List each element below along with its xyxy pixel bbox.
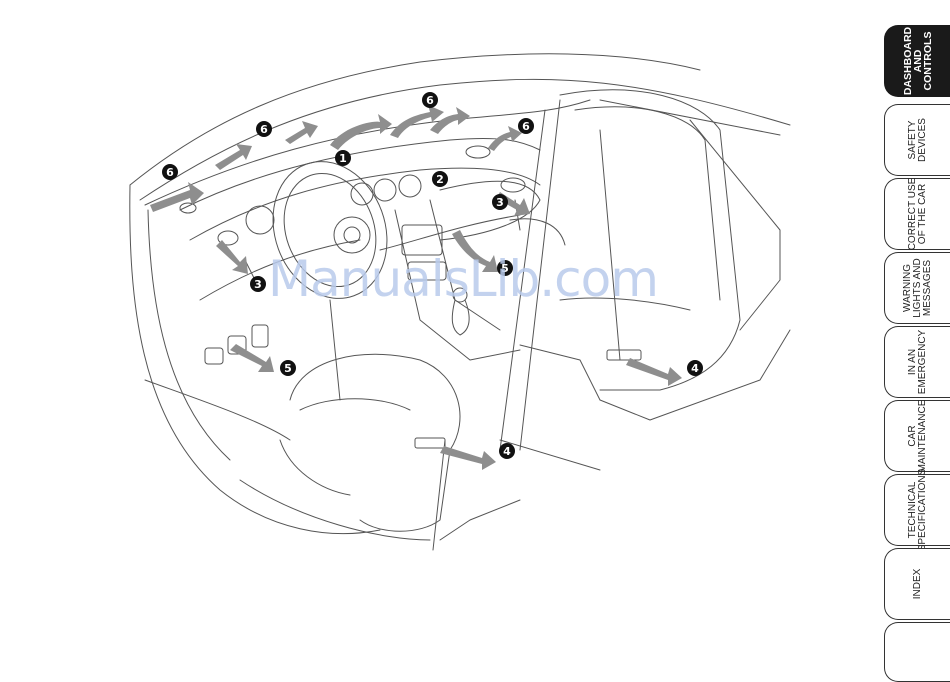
svg-text:4: 4 xyxy=(691,362,699,375)
tab-in-an-emergency[interactable]: IN AN EMERGENCY xyxy=(884,326,950,398)
callout-2: 2 xyxy=(432,171,448,187)
callout-6: 6 xyxy=(518,118,534,134)
svg-text:6: 6 xyxy=(426,94,434,107)
svg-text:6: 6 xyxy=(260,123,268,136)
svg-text:2: 2 xyxy=(436,173,444,186)
svg-text:3: 3 xyxy=(496,196,504,209)
tab-correct-use-of-the-car[interactable]: CORRECT USE OF THE CAR xyxy=(884,178,950,250)
svg-text:4: 4 xyxy=(503,445,511,458)
car-interior-ventilation-illustration: 1 2 3 3 4 4 5 5 6 6 6 6 xyxy=(0,0,880,670)
svg-text:1: 1 xyxy=(339,152,347,165)
callout-4: 4 xyxy=(499,443,515,459)
svg-text:6: 6 xyxy=(166,166,174,179)
tab-warning-lights-and-messages[interactable]: WARNING LIGHTS AND MESSAGES xyxy=(884,252,950,324)
tab-car-maintenance[interactable]: CAR MAINTENANCE xyxy=(884,400,950,472)
svg-text:5: 5 xyxy=(284,362,292,375)
tab-label: SAFETY DEVICES xyxy=(908,118,928,162)
tab-safety-devices[interactable]: SAFETY DEVICES xyxy=(884,104,950,176)
callout-6: 6 xyxy=(422,92,438,108)
svg-text:3: 3 xyxy=(254,278,262,291)
watermark: ManualsLib.com xyxy=(268,250,658,308)
tab-label: CAR MAINTENANCE xyxy=(908,400,928,473)
tab-label: IN AN EMERGENCY xyxy=(908,330,928,394)
tab-dashboard-and-controls[interactable]: DASHBOARD AND CONTROLS xyxy=(884,25,950,97)
tab-label: CORRECT USE OF THE CAR xyxy=(908,178,928,251)
tab-label: WARNING LIGHTS AND MESSAGES xyxy=(903,258,933,317)
callout-1: 1 xyxy=(335,150,351,166)
tab-label: DASHBOARD AND CONTROLS xyxy=(903,27,933,95)
chapter-tab-nav: DASHBOARD AND CONTROLS SAFETY DEVICES CO… xyxy=(882,0,950,670)
callout-5: 5 xyxy=(280,360,296,376)
callout-6: 6 xyxy=(256,121,272,137)
callout-6: 6 xyxy=(162,164,178,180)
tab-label: INDEX xyxy=(913,569,923,600)
callout-4: 4 xyxy=(687,360,703,376)
callout-3: 3 xyxy=(492,194,508,210)
tab-technical-specifications[interactable]: TECHNICAL SPECIFICATIONS xyxy=(884,474,950,546)
tab-label: TECHNICAL SPECIFICATIONS xyxy=(908,469,928,552)
tab-blank[interactable] xyxy=(884,622,950,682)
svg-text:6: 6 xyxy=(522,120,530,133)
tab-index[interactable]: INDEX xyxy=(884,548,950,620)
callout-3: 3 xyxy=(250,276,266,292)
